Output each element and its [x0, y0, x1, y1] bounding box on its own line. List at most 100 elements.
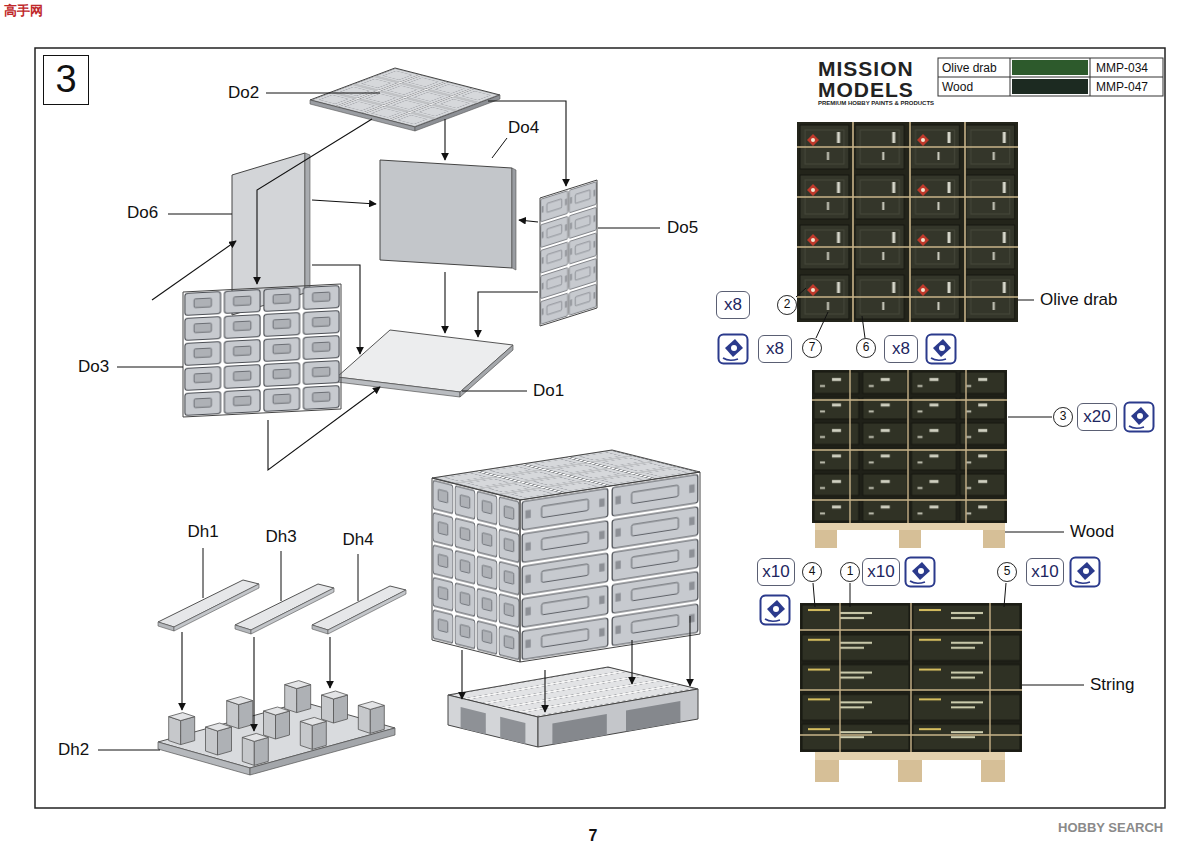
part-label-text: Dh1	[187, 522, 218, 541]
hazard-decal	[807, 284, 819, 296]
paint-code-text: MMP-047	[1096, 80, 1148, 94]
assembly-arrow	[544, 670, 545, 712]
node-text: 6	[863, 341, 870, 355]
node-text: 7	[809, 341, 816, 355]
part-label-text: Do2	[228, 83, 259, 102]
string	[812, 399, 1007, 400]
node-text: 3	[55, 58, 76, 102]
hazard-decal	[917, 234, 929, 246]
pallet-board-edge	[235, 625, 251, 634]
pallet-face	[448, 695, 538, 747]
decal-icon	[1071, 558, 1100, 587]
assembly-arrow	[312, 265, 360, 354]
pallet-opening	[500, 717, 525, 744]
quantity-badge: x10	[862, 558, 900, 586]
part-label: Dh1	[187, 522, 218, 542]
panel-edge	[310, 100, 415, 131]
node-text: 1	[847, 565, 854, 579]
decal-icon	[1125, 403, 1154, 432]
color-callout: Wood	[1070, 522, 1114, 542]
material-callout: String	[1090, 675, 1134, 695]
quantity-badge: x10	[757, 558, 795, 586]
hazard-decal	[807, 234, 819, 246]
leader-line	[862, 316, 865, 338]
part-label-text: Do3	[78, 357, 109, 376]
pallet-block	[242, 733, 268, 765]
assembly-arrows	[462, 616, 690, 712]
assembly-arrow	[689, 616, 690, 686]
panel-edge	[305, 153, 310, 295]
panel-face	[310, 68, 500, 127]
table-border	[938, 58, 1163, 96]
pallet-opening	[552, 714, 606, 745]
leader-line	[98, 750, 160, 751]
node-text: x10	[762, 562, 789, 582]
page-frame	[35, 48, 1165, 808]
part-label-text: Dh3	[265, 527, 296, 546]
leader-lines	[117, 93, 660, 391]
string	[812, 449, 1007, 450]
quantity-badge: x8	[884, 335, 918, 363]
string	[797, 246, 1018, 248]
callout-number: 7	[802, 338, 822, 358]
assembly-arrow	[519, 220, 538, 222]
node-text: 2	[784, 298, 791, 312]
string	[989, 603, 990, 752]
part-label: Do6	[127, 203, 158, 223]
pallet-block	[169, 713, 195, 745]
string	[852, 122, 854, 322]
table-rule	[1090, 58, 1091, 96]
part-label: Dh2	[58, 740, 89, 760]
node-text: x8	[892, 339, 910, 359]
watermark-text: 高手网	[4, 3, 43, 18]
node-text: x8	[766, 339, 784, 359]
base-edge	[337, 377, 460, 397]
quantity-badge: x8	[716, 291, 750, 319]
leader-line	[281, 551, 282, 601]
legend-table	[938, 58, 1163, 96]
pallet-block	[264, 707, 290, 739]
leader-line	[1004, 583, 1006, 607]
leader-lines	[98, 548, 358, 750]
string	[800, 734, 1022, 735]
color-swatch	[1012, 60, 1088, 75]
node-text: x10	[867, 562, 894, 582]
stack-top-face	[432, 450, 700, 500]
string	[964, 122, 966, 322]
crate-side-panel	[540, 180, 597, 326]
watermark: HOBBY SEARCH	[1058, 820, 1163, 835]
string	[812, 499, 1007, 500]
part-label-text: Do6	[127, 203, 158, 222]
leader-line	[850, 583, 851, 607]
pallet-board-edge	[328, 590, 406, 634]
watermark-text: HOBBY SEARCH	[1058, 820, 1163, 835]
leader-line	[168, 214, 232, 215]
assembled-view	[432, 450, 700, 747]
string	[909, 122, 911, 322]
watermark: 高手网	[4, 2, 43, 20]
leader-line	[1018, 300, 1034, 301]
node-text: x20	[1083, 407, 1110, 427]
assembly-arrow	[444, 119, 445, 160]
pallet-board	[158, 580, 259, 627]
photo-end	[812, 370, 1007, 523]
table-rule	[1010, 58, 1011, 96]
wood-block	[815, 530, 837, 548]
pallet-block	[358, 701, 384, 733]
leader-line	[813, 583, 815, 607]
node-text: 5	[1004, 565, 1011, 579]
leader-line	[816, 312, 828, 338]
page-number-text: 7	[589, 827, 598, 844]
brand-logo: MISSION MODELS	[818, 58, 936, 100]
pallet-block	[322, 691, 348, 723]
string-lines	[797, 122, 1018, 322]
assembly-arrow	[268, 387, 380, 470]
pallet-base-edge	[158, 742, 250, 775]
photo-top	[797, 122, 1018, 322]
material-callout-text: String	[1090, 675, 1134, 694]
brand-logo-text: MISSION MODELS	[818, 57, 914, 101]
color-callout: Olive drab	[1040, 290, 1117, 310]
paint-code: MMP-034	[1096, 61, 1148, 75]
